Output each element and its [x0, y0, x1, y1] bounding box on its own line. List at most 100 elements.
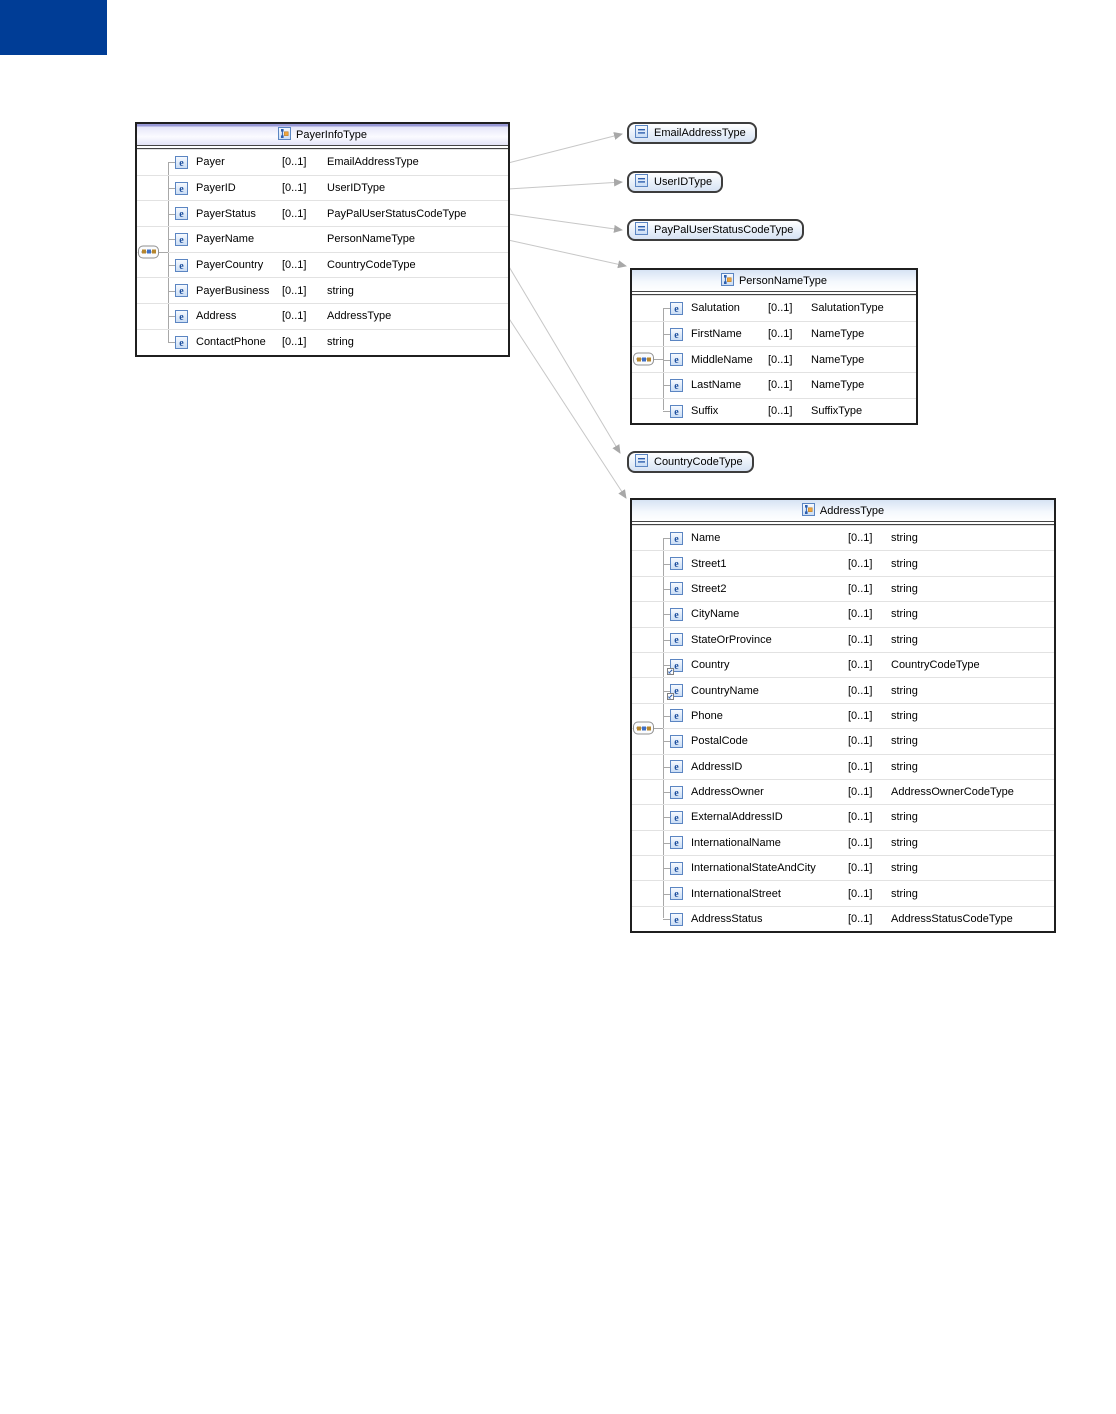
element-row[interactable]: e PayerBusiness [0..1] string	[137, 277, 508, 303]
sequence-compositor-icon[interactable]	[633, 352, 654, 366]
element-row[interactable]: e InternationalStreet [0..1] string	[632, 880, 1054, 905]
element-row[interactable]: e PayerName PersonNameType	[137, 226, 508, 252]
element-type: string	[891, 811, 918, 824]
element-row[interactable]: e ExternalAddressID [0..1] string	[632, 804, 1054, 829]
element-type: string	[891, 836, 918, 849]
element-row[interactable]: e PostalCode [0..1] string	[632, 728, 1054, 753]
payerinfotype-box: PayerInfoType e Payer [0..1] EmailAddres…	[135, 122, 510, 357]
element-type: AddressStatusCodeType	[891, 913, 1013, 926]
element-row[interactable]: e PayerCountry [0..1] CountryCodeType	[137, 251, 508, 278]
element-row[interactable]: e StateOrProvince [0..1] string	[632, 626, 1054, 652]
element-cardinality: [0..1]	[768, 302, 793, 315]
element-name: MiddleName	[691, 353, 753, 366]
element-row[interactable]: e MiddleName [0..1] NameType	[632, 346, 916, 372]
element-row[interactable]: e CountryName [0..1] string	[632, 677, 1054, 702]
element-type: string	[891, 633, 918, 646]
countrycodetype-node[interactable]: CountryCodeType	[627, 451, 754, 473]
element-row[interactable]: e Street2 [0..1] string	[632, 575, 1054, 601]
complex-type-icon	[278, 126, 292, 143]
element-row[interactable]: e Street1 [0..1] string	[632, 550, 1054, 575]
svg-text:e: e	[179, 312, 184, 323]
element-icon: e	[670, 861, 683, 875]
svg-text:e: e	[674, 915, 679, 926]
element-name: Salutation	[691, 302, 740, 315]
element-type: string	[891, 582, 918, 595]
page-logo-block	[0, 0, 107, 55]
element-type: CountryCodeType	[327, 259, 416, 272]
element-row[interactable]: e Salutation [0..1] SalutationType	[632, 295, 916, 321]
element-icon: e	[670, 887, 683, 901]
element-row[interactable]: e AddressID [0..1] string	[632, 753, 1054, 779]
svg-text:e: e	[674, 838, 679, 849]
svg-text:e: e	[674, 813, 679, 824]
svg-text:e: e	[674, 355, 679, 366]
element-icon: e	[670, 353, 683, 367]
element-row[interactable]: e Suffix [0..1] SuffixType	[632, 397, 916, 424]
element-icon: e	[175, 181, 188, 195]
element-type: PayPalUserStatusCodeType	[327, 207, 467, 220]
element-type: string	[891, 735, 918, 748]
type-pill-label: UserIDType	[654, 176, 713, 188]
element-row[interactable]: e ContactPhone [0..1] string	[137, 328, 508, 355]
element-type: AddressOwnerCodeType	[891, 786, 1014, 799]
box-title: PersonNameType	[738, 274, 828, 287]
element-cardinality: [0..1]	[768, 379, 793, 392]
payerinfotype-header[interactable]: PayerInfoType	[137, 124, 508, 145]
simple-type-icon	[635, 125, 648, 141]
svg-text:e: e	[674, 737, 679, 748]
element-cardinality: [0..1]	[848, 760, 873, 773]
simple-type-icon	[635, 222, 648, 238]
element-row[interactable]: e Name [0..1] string	[632, 525, 1054, 550]
complex-type-icon	[801, 502, 815, 519]
element-type: string	[891, 887, 918, 900]
sequence-compositor-icon[interactable]	[138, 245, 159, 259]
svg-text:e: e	[179, 209, 184, 220]
svg-text:e: e	[674, 889, 679, 900]
element-row[interactable]: e CityName [0..1] string	[632, 601, 1054, 626]
element-row[interactable]: e Address [0..1] AddressType	[137, 303, 508, 329]
useridtype-node[interactable]: UserIDType	[627, 171, 724, 193]
paypaluserstatuscodetype-node[interactable]: PayPalUserStatusCodeType	[627, 219, 805, 241]
element-icon: e	[670, 531, 683, 545]
emailaddresstype-node[interactable]: EmailAddressType	[627, 122, 757, 144]
element-row[interactable]: e FirstName [0..1] NameType	[632, 320, 916, 347]
sequence-compositor-icon[interactable]	[633, 721, 654, 735]
svg-text:e: e	[674, 381, 679, 392]
svg-text:e: e	[674, 788, 679, 799]
element-row[interactable]: e AddressStatus [0..1] AddressStatusCode…	[632, 905, 1054, 931]
element-row[interactable]: e AddressOwner [0..1] AddressOwnerCodeTy…	[632, 778, 1054, 804]
element-icon: e	[667, 684, 683, 701]
svg-text:e: e	[179, 286, 184, 297]
element-type: EmailAddressType	[327, 156, 419, 169]
header-separator	[137, 145, 508, 149]
element-type: SalutationType	[811, 302, 884, 315]
element-icon: e	[670, 810, 683, 824]
element-icon: e	[670, 912, 683, 926]
personnametype-header[interactable]: PersonNameType	[632, 270, 916, 291]
element-row[interactable]: e PayerStatus [0..1] PayPalUserStatusCod…	[137, 200, 508, 226]
element-icon: e	[175, 207, 188, 221]
element-row[interactable]: e LastName [0..1] NameType	[632, 372, 916, 398]
element-type: NameType	[811, 379, 865, 392]
svg-text:e: e	[674, 559, 679, 570]
element-row[interactable]: e Country [0..1] CountryCodeType	[632, 651, 1054, 677]
element-row[interactable]: e Payer [0..1] EmailAddressType	[137, 149, 508, 175]
type-pill-label: EmailAddressType	[654, 127, 746, 139]
element-row[interactable]: e InternationalStateAndCity [0..1] strin…	[632, 855, 1054, 880]
element-cardinality: [0..1]	[282, 336, 307, 349]
svg-text:e: e	[179, 184, 184, 195]
box-title: PayerInfoType	[296, 128, 367, 141]
element-name: Name	[691, 532, 721, 545]
element-name: Phone	[691, 709, 723, 722]
element-icon: e	[670, 633, 683, 647]
element-type: NameType	[811, 353, 865, 366]
header-separator	[632, 291, 916, 295]
element-row[interactable]: e PayerID [0..1] UserIDType	[137, 174, 508, 201]
element-row[interactable]: e Phone [0..1] string	[632, 702, 1054, 728]
element-row[interactable]: e InternationalName [0..1] string	[632, 829, 1054, 855]
box-title: AddressType	[819, 504, 885, 517]
complex-type-icon	[720, 272, 734, 289]
addresstype-header[interactable]: AddressType	[632, 500, 1054, 521]
element-cardinality: [0..1]	[768, 353, 793, 366]
element-name: CountryName	[691, 684, 759, 697]
